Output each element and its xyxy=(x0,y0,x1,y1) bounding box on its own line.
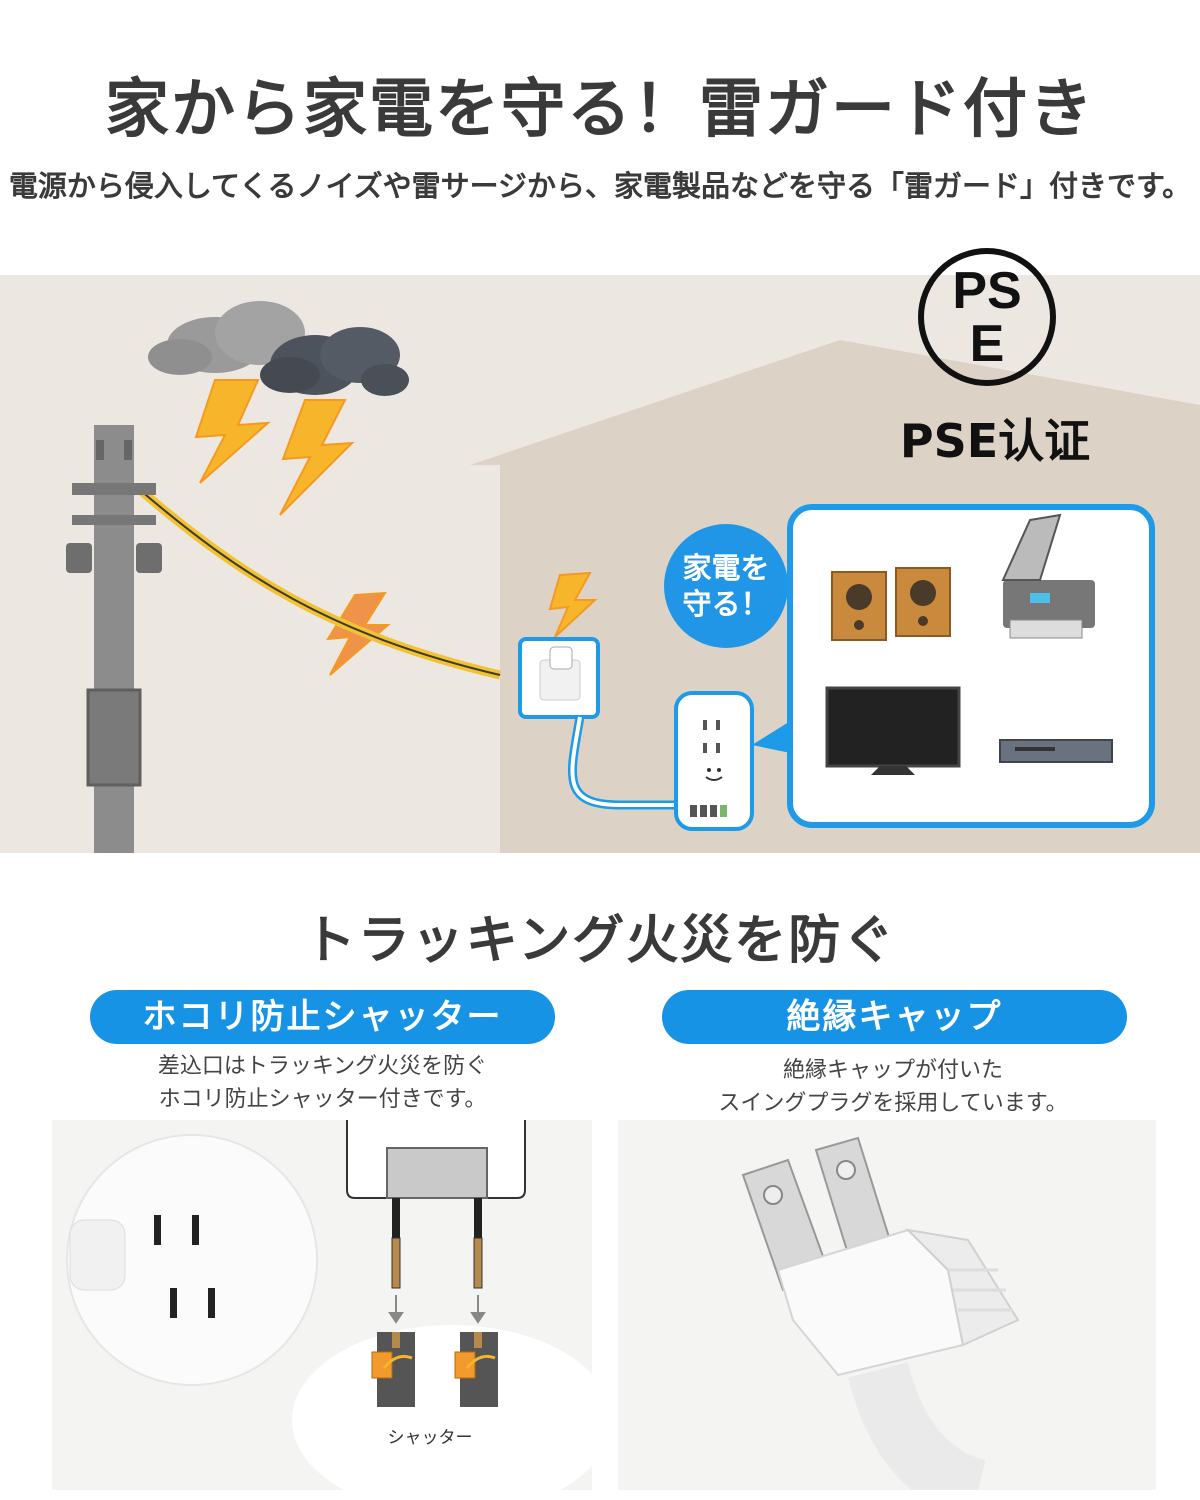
desc-line-2: ホコリ防止シャッター付きです。 xyxy=(158,1087,487,1112)
bubble-line-1: 家電を xyxy=(682,551,770,585)
page-subtitle: 電源から侵入してくるノイズや雷サージから、家電製品などを守る「雷ガード」付きです… xyxy=(8,169,1192,203)
wall-outlet-icon xyxy=(518,637,600,719)
swing-plug-illustration xyxy=(741,1136,1020,1490)
pse-certification-label: PSE认证 xyxy=(899,414,1091,468)
television-icon xyxy=(825,686,961,775)
section-title: トラッキング火災を防ぐ xyxy=(303,911,897,971)
pse-mark-bottom: E xyxy=(969,315,1005,373)
protect-appliance-bubble: 家電を 守る！ xyxy=(664,524,788,648)
speaker-icon xyxy=(831,567,951,641)
pse-mark-top: PS xyxy=(952,262,1022,320)
dvd-player-icon xyxy=(999,739,1113,763)
dust-shutter-description: 差込口はトラッキング火災を防ぐ ホコリ防止シャッター付きです。 xyxy=(90,1050,555,1116)
outlet-face-icon xyxy=(66,1134,318,1386)
bubble-line-2: 守る！ xyxy=(682,587,770,621)
power-strip-icon xyxy=(674,691,754,831)
shutter-panel xyxy=(52,1120,592,1490)
swing-plug-panel xyxy=(618,1120,1156,1490)
shutter-illustration xyxy=(66,1120,592,1490)
desc-line-1: 絶縁キャップが付いた xyxy=(782,1058,1003,1083)
utility-pole-icon xyxy=(66,425,162,853)
desc-line-2: スイングプラグを採用しています。 xyxy=(718,1091,1068,1116)
scene-illustration xyxy=(66,301,1200,853)
page-title: 家から家電を守る！雷ガード付き xyxy=(105,73,1095,147)
storm-cloud-icon xyxy=(148,301,409,396)
shutter-mechanism-icon xyxy=(371,1332,498,1407)
insulation-cap-icon xyxy=(776,1228,1020,1377)
appliance-box xyxy=(787,504,1155,828)
dust-shutter-pill: ホコリ防止シャッター xyxy=(90,990,555,1044)
down-arrow-icon xyxy=(388,1295,486,1324)
plug-diagram-icon xyxy=(346,1120,526,1289)
pse-mark-icon xyxy=(918,248,1056,386)
power-cord xyxy=(848,1362,987,1490)
shutter-label: シャッター xyxy=(387,1428,473,1448)
insulation-cap-description: 絶縁キャップが付いた スイングプラグを採用しています。 xyxy=(643,1054,1143,1120)
desc-line-1: 差込口はトラッキング火災を防ぐ xyxy=(157,1054,488,1079)
power-line xyxy=(137,486,502,680)
printer-icon xyxy=(1001,513,1095,639)
insulation-cap-pill: 絶縁キャップ xyxy=(662,990,1127,1044)
